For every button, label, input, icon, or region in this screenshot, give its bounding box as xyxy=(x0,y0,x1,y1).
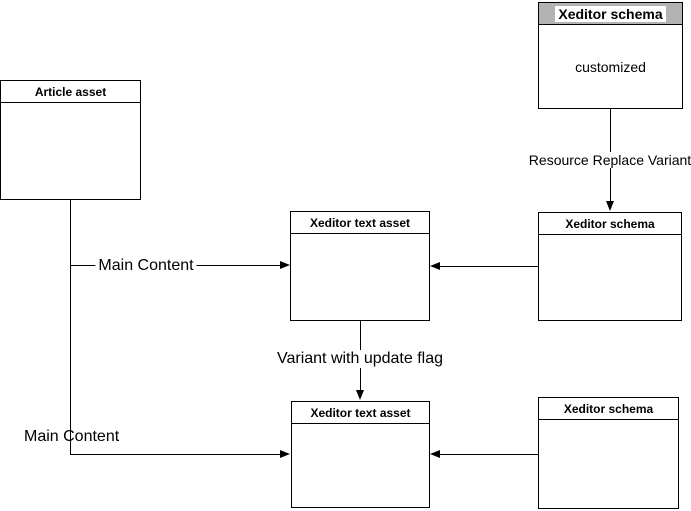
connector-schema-top-line xyxy=(440,266,538,267)
arrowhead-down-icon xyxy=(356,390,364,400)
connector-main-content-bottom-line xyxy=(70,454,281,455)
edge-label-resource-replace: Resource Replace Variant xyxy=(525,152,691,168)
node-schema-bottom-body xyxy=(539,420,678,508)
arrowhead-right-icon xyxy=(280,450,290,458)
node-schema-top-header: Xeditor schema xyxy=(539,213,681,235)
connector-article-trunk-line xyxy=(70,199,71,455)
edge-label-variant-update: Variant with update flag xyxy=(273,350,447,368)
node-article-asset-header: Article asset xyxy=(1,81,140,103)
arrowhead-left-icon xyxy=(430,450,440,458)
node-schema-top-body xyxy=(539,235,681,320)
arrowhead-left-icon xyxy=(430,262,440,270)
node-text-asset-top: Xeditor text asset xyxy=(290,211,430,321)
node-schema-top: Xeditor schema xyxy=(538,212,682,321)
node-article-asset-body xyxy=(1,103,140,199)
edge-label-main-content-top: Main Content xyxy=(95,257,197,275)
node-text-asset-top-title: Xeditor text asset xyxy=(309,215,411,230)
connector-schema-bottom-line xyxy=(440,454,538,455)
node-schema-bottom: Xeditor schema xyxy=(538,397,679,509)
node-schema-top-title: Xeditor schema xyxy=(565,216,655,231)
node-text-asset-bottom-header: Xeditor text asset xyxy=(292,402,429,424)
node-text-asset-bottom-body xyxy=(292,424,429,507)
node-schema-customized-title: Xeditor schema xyxy=(555,5,666,22)
node-schema-customized-body: customized xyxy=(575,58,646,75)
node-text-asset-top-header: Xeditor text asset xyxy=(291,212,429,234)
node-text-asset-bottom-title: Xeditor text asset xyxy=(310,405,411,420)
node-schema-bottom-header: Xeditor schema xyxy=(539,398,678,420)
node-text-asset-top-body xyxy=(291,234,429,320)
node-schema-bottom-title: Xeditor schema xyxy=(563,401,654,416)
edge-label-main-content-bottom: Main Content xyxy=(24,428,120,445)
node-article-asset-title: Article asset xyxy=(34,84,107,99)
node-article-asset: Article asset xyxy=(0,80,141,200)
node-text-asset-bottom: Xeditor text asset xyxy=(291,401,430,508)
node-schema-customized-header: Xeditor schema xyxy=(539,3,682,25)
arrowhead-right-icon xyxy=(280,261,290,269)
arrowhead-down-icon xyxy=(606,201,614,211)
node-schema-customized: Xeditor schema customized xyxy=(538,2,683,109)
